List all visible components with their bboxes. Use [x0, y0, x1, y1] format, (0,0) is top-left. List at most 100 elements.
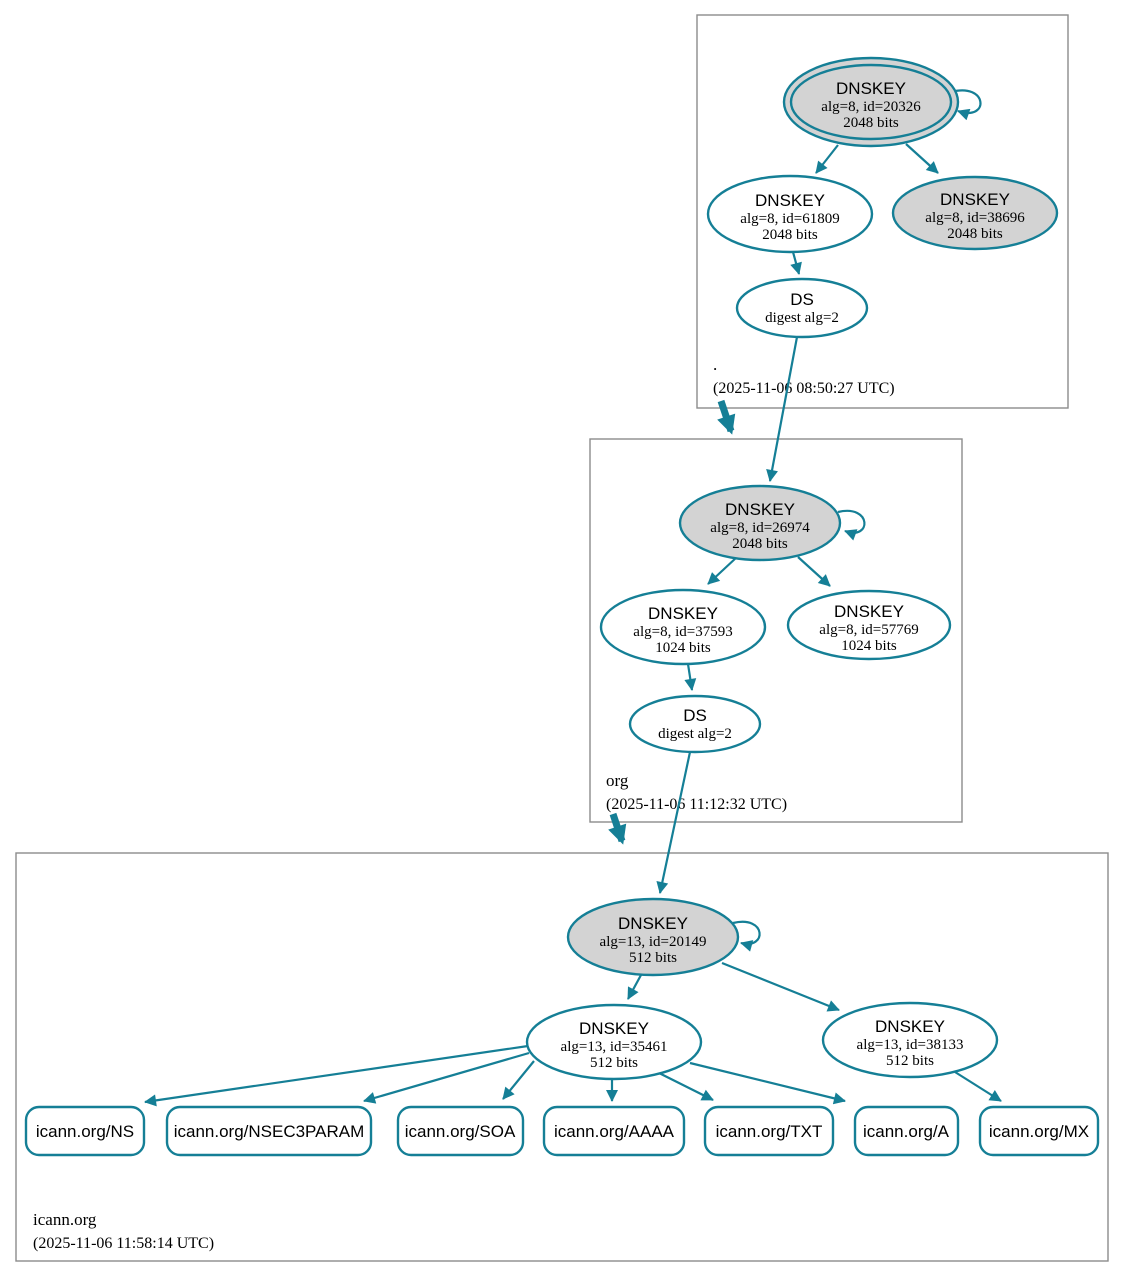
node-detail: digest alg=2: [658, 726, 732, 742]
edge-org-ksk-self-loop: [837, 509, 866, 541]
node-detail: alg=8, id=57769: [819, 622, 918, 638]
edge-root-ds-to-org-ksk: [766, 336, 799, 482]
rrset-box[interactable]: [978, 1105, 1100, 1157]
rrset-box[interactable]: [24, 1105, 146, 1157]
node-title: DNSKEY: [836, 79, 906, 98]
node-title: DNSKEY: [725, 500, 795, 519]
dnskey-ellipse[interactable]: [599, 588, 767, 666]
rrset-label: icann.org/NS: [36, 1122, 134, 1141]
zone-box-org: [589, 438, 963, 823]
dnskey-node-org-ksk-26974[interactable]: DNSKEY alg=8, id=26974 2048 bits: [678, 484, 842, 562]
zone-label-icann-org: icann.org: [33, 1210, 97, 1229]
ds-ellipse[interactable]: [735, 277, 869, 339]
node-bits: 1024 bits: [655, 640, 711, 656]
node-detail: alg=13, id=38133: [857, 1037, 964, 1053]
dnskey-node-org-key-57769[interactable]: DNSKEY alg=8, id=57769 1024 bits: [786, 589, 952, 661]
dnskey-ellipse[interactable]: [525, 1003, 703, 1081]
zone-box-root: [696, 14, 1069, 409]
rrset-node-nsec3param[interactable]: icann.org/NSEC3PARAM: [165, 1105, 373, 1157]
ds-node-org[interactable]: DS digest alg=2: [628, 694, 762, 754]
edge-delegation-root-to-org: [717, 399, 736, 435]
node-detail: alg=13, id=20149: [600, 934, 707, 950]
dnskey-ellipse[interactable]: [566, 897, 740, 977]
node-detail: alg=13, id=35461: [561, 1039, 668, 1055]
dnskey-node-root-zsk-61809[interactable]: DNSKEY alg=8, id=61809 2048 bits: [706, 174, 874, 254]
dnskey-ellipse[interactable]: [891, 175, 1059, 251]
ds-node-root[interactable]: DS digest alg=2: [735, 277, 869, 339]
node-bits: 2048 bits: [947, 226, 1003, 242]
node-bits: 2048 bits: [762, 227, 818, 243]
node-title: DS: [790, 290, 814, 309]
node-title: DNSKEY: [579, 1019, 649, 1038]
node-detail: alg=8, id=37593: [633, 624, 732, 640]
dnskey-node-icann-key-38133[interactable]: DNSKEY alg=13, id=38133 512 bits: [821, 1001, 999, 1079]
edge-org-ds-to-icann-ksk: [656, 751, 692, 894]
rrset-node-ns[interactable]: icann.org/NS: [24, 1105, 146, 1157]
rrset-node-aaaa[interactable]: icann.org/AAAA: [542, 1105, 686, 1157]
dnskey-ellipse[interactable]: [706, 174, 874, 254]
zone-timestamp-icann-org: (2025-11-06 11:58:14 UTC): [33, 1235, 214, 1252]
rrset-node-mx[interactable]: icann.org/MX: [978, 1105, 1100, 1157]
rrset-box[interactable]: [396, 1105, 525, 1157]
edge-icann-ksk-to-zsk: [627, 974, 642, 1000]
rrset-box[interactable]: [853, 1105, 960, 1157]
zone-label-root: .: [713, 355, 717, 374]
edge-org-zsk-to-ds: [684, 663, 697, 691]
node-bits: 1024 bits: [841, 638, 897, 654]
node-title: DNSKEY: [755, 191, 825, 210]
node-bits: 512 bits: [629, 950, 677, 966]
rrset-box[interactable]: [542, 1105, 686, 1157]
rrset-node-txt[interactable]: icann.org/TXT: [703, 1105, 835, 1157]
ds-ellipse[interactable]: [628, 694, 762, 754]
rrset-box[interactable]: [703, 1105, 835, 1157]
edge-org-ksk-to-zsk: [707, 556, 738, 585]
edge-icann-zsk-to-nsec3param: [363, 1051, 530, 1104]
node-bits: 512 bits: [590, 1055, 638, 1071]
node-detail: digest alg=2: [765, 310, 839, 326]
dnskey-node-icann-zsk-35461[interactable]: DNSKEY alg=13, id=35461 512 bits: [525, 1003, 703, 1081]
node-title: DS: [683, 706, 707, 725]
rrset-label: icann.org/SOA: [405, 1122, 516, 1141]
node-bits: 2048 bits: [732, 536, 788, 552]
edge-icann-ksk-self-loop: [732, 920, 761, 952]
dnskey-ellipse-outer[interactable]: [782, 56, 960, 148]
rrset-node-soa[interactable]: icann.org/SOA: [396, 1105, 525, 1157]
zone-timestamp-root: (2025-11-06 08:50:27 UTC): [713, 380, 895, 397]
rrset-label: icann.org/NSEC3PARAM: [174, 1122, 365, 1141]
dnskey-node-icann-ksk-20149[interactable]: DNSKEY alg=13, id=20149 512 bits: [566, 897, 740, 977]
node-detail: alg=8, id=38696: [925, 210, 1025, 226]
node-detail: alg=8, id=61809: [740, 211, 839, 227]
edge-root-zsk-to-ds: [790, 251, 802, 275]
edge-icann-zsk-to-ns: [144, 1044, 529, 1107]
node-detail: alg=8, id=26974: [710, 520, 810, 536]
edge-org-ksk-to-key-57769: [797, 556, 831, 587]
dnskey-ellipse[interactable]: [821, 1001, 999, 1079]
edge-icann-zsk-to-txt: [654, 1070, 714, 1101]
rrset-label: icann.org/TXT: [716, 1122, 823, 1141]
edge-icann-zsk-to-a: [689, 1061, 846, 1105]
edge-delegation-org-to-icann: [608, 812, 627, 845]
node-title: DNSKEY: [834, 602, 904, 621]
dnskey-node-root-key-38696[interactable]: DNSKEY alg=8, id=38696 2048 bits: [891, 175, 1059, 251]
rrset-box[interactable]: [165, 1105, 373, 1157]
node-title: DNSKEY: [875, 1017, 945, 1036]
edge-icann-key-38133-to-mx: [954, 1071, 1002, 1102]
node-bits: 512 bits: [886, 1053, 934, 1069]
node-title: DNSKEY: [940, 190, 1010, 209]
dnskey-ellipse[interactable]: [678, 484, 842, 562]
node-bits: 2048 bits: [843, 115, 899, 131]
edge-icann-zsk-to-soa: [502, 1060, 535, 1100]
rrset-label: icann.org/AAAA: [554, 1122, 675, 1141]
dnskey-ellipse[interactable]: [786, 589, 952, 661]
rrset-label: icann.org/MX: [989, 1122, 1089, 1141]
node-title: DNSKEY: [648, 604, 718, 623]
dnskey-node-org-zsk-37593[interactable]: DNSKEY alg=8, id=37593 1024 bits: [599, 588, 767, 666]
node-detail: alg=8, id=20326: [821, 99, 921, 115]
edge-root-ksk-to-key-38696: [905, 143, 939, 174]
dnskey-node-root-ksk-20326[interactable]: DNSKEY alg=8, id=20326 2048 bits: [782, 56, 960, 148]
rrset-node-a[interactable]: icann.org/A: [853, 1105, 960, 1157]
zone-label-org: org: [606, 771, 629, 790]
edge-root-ksk-self-loop: [950, 89, 982, 121]
